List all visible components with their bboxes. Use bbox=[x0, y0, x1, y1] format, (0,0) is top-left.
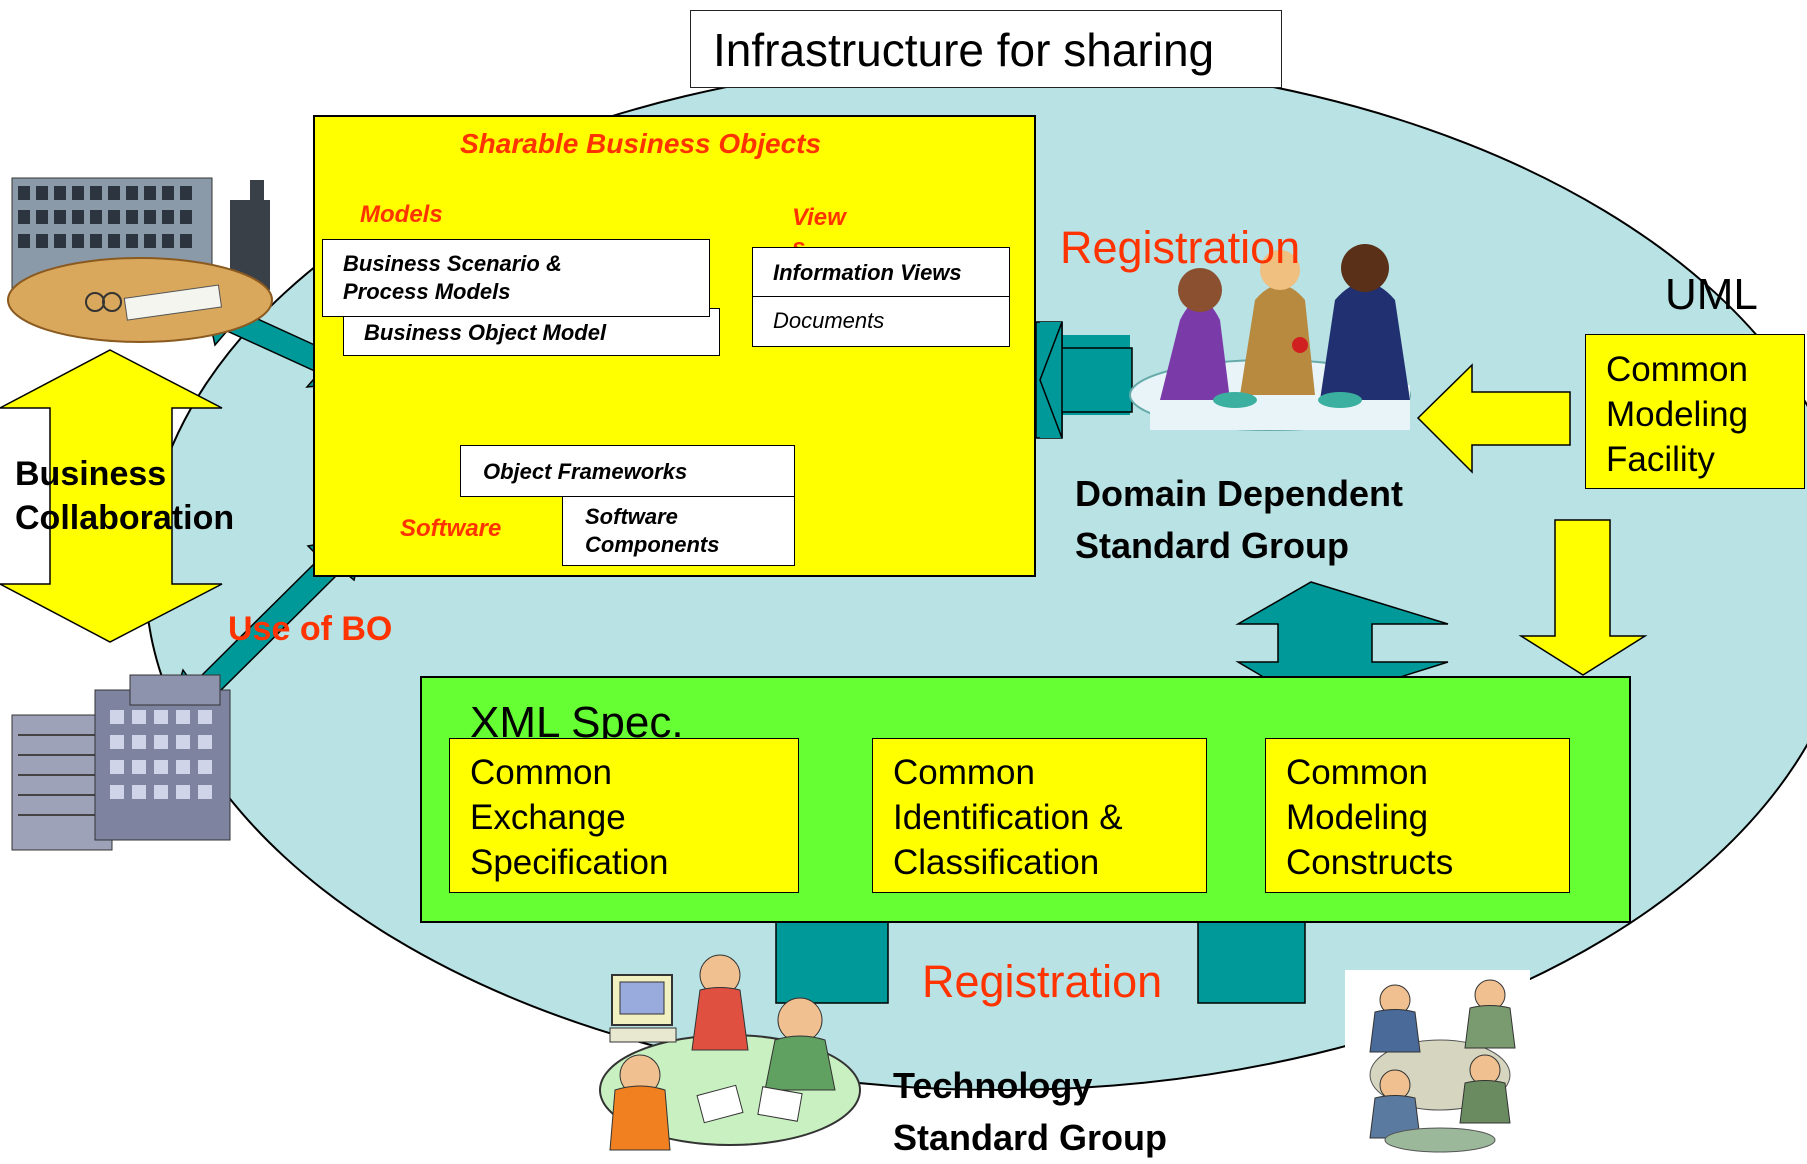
yellow-arrow-cmf-to-xml bbox=[1518, 519, 1648, 676]
registration-bottom-label: Registration bbox=[922, 956, 1163, 1007]
common-exchange-specification-text: Common Exchange Specification bbox=[470, 753, 669, 882]
common-exchange-specification-box: Common Exchange Specification bbox=[449, 738, 799, 893]
uml-label: UML bbox=[1665, 270, 1758, 319]
common-identification-classification-box: Common Identification & Classification bbox=[872, 738, 1207, 893]
business-collaboration-label: Business Collaboration bbox=[15, 455, 235, 537]
use-of-bo-label: Use of BO bbox=[228, 610, 393, 648]
infrastructure-title: Infrastructure for sharing bbox=[690, 10, 1282, 88]
technology-group-illustration bbox=[599, 954, 861, 1151]
meeting-table-illustration bbox=[1345, 970, 1530, 1160]
information-views-text: Information Views bbox=[773, 260, 962, 285]
domain-dependent-group-label: Domain Dependent Standard Group bbox=[1075, 473, 1404, 566]
technology-group-label: Technology Standard Group bbox=[893, 1065, 1168, 1158]
office-building-illustration bbox=[7, 177, 273, 343]
object-frameworks-text: Object Frameworks bbox=[483, 459, 688, 484]
business-collaboration-arrow bbox=[0, 349, 223, 643]
business-scenario-box: Business Scenario & Process Models bbox=[322, 239, 710, 317]
business-scenario-text: Business Scenario & Process Models bbox=[343, 251, 562, 304]
software-label: Software bbox=[400, 515, 502, 542]
teal-arrow-registration-tip bbox=[1039, 321, 1063, 439]
sharable-bo-title: Sharable Business Objects bbox=[460, 128, 822, 159]
common-modeling-facility-text: Common Modeling Facility bbox=[1606, 350, 1749, 479]
software-components-text: Software Components bbox=[585, 504, 720, 557]
software-components-box: Software Components bbox=[562, 496, 795, 566]
yellow-arrow-cmf-to-domain bbox=[1416, 363, 1571, 474]
information-views-box: Information Views Documents bbox=[752, 247, 1010, 347]
business-object-model-text: Business Object Model bbox=[364, 320, 607, 345]
server-building-illustration bbox=[11, 674, 231, 851]
models-label: Models bbox=[360, 201, 443, 228]
business-dinner-illustration bbox=[1129, 244, 1411, 431]
object-frameworks-box: Object Frameworks bbox=[460, 445, 795, 497]
registration-top-label: Registration bbox=[1060, 222, 1301, 273]
common-modeling-facility-box: Common Modeling Facility bbox=[1585, 334, 1805, 489]
common-modeling-constructs-box: Common Modeling Constructs bbox=[1265, 738, 1570, 893]
documents-text: Documents bbox=[773, 308, 885, 333]
common-identification-classification-text: Common Identification & Classification bbox=[893, 753, 1123, 882]
common-modeling-constructs-text: Common Modeling Constructs bbox=[1286, 753, 1454, 882]
